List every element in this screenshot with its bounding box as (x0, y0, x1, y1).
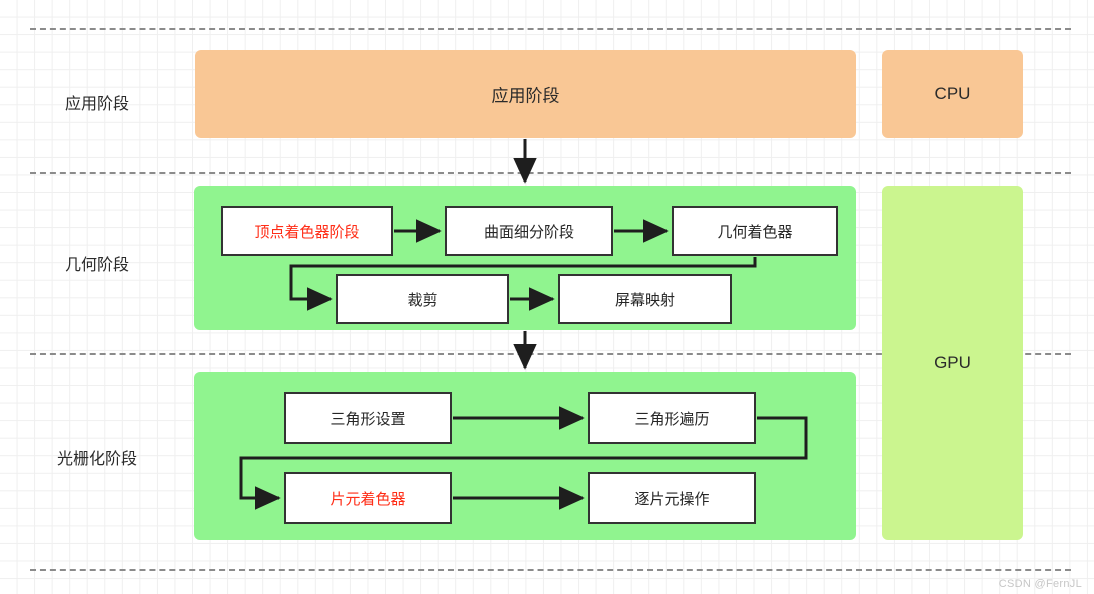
watermark: CSDN @FernJL (998, 578, 1082, 590)
node-fragment-shader-label: 片元着色器 (330, 490, 406, 508)
application-stage-band-label: 应用阶段 (491, 86, 560, 106)
node-triangle-traversal[interactable]: 三角形遍历 (588, 392, 756, 444)
node-tessellation-stage[interactable]: 曲面细分阶段 (445, 206, 613, 256)
node-vertex-shader-stage[interactable]: 顶点着色器阶段 (221, 206, 393, 256)
cpu-band: CPU (882, 50, 1023, 138)
node-clipping-label: 裁剪 (407, 291, 438, 309)
gpu-band-label: GPU (934, 353, 971, 372)
gpu-band: GPU (882, 186, 1023, 540)
cpu-band-label: CPU (934, 84, 971, 103)
node-geometry-shader[interactable]: 几何着色器 (672, 206, 838, 256)
node-vertex-shader-stage-label: 顶点着色器阶段 (254, 223, 360, 241)
stage-label-rasterization: 光栅化阶段 (56, 451, 137, 468)
stage-label-geometry: 几何阶段 (64, 257, 129, 274)
node-triangle-setup[interactable]: 三角形设置 (284, 392, 452, 444)
separator-line-geo-rast (30, 353, 1071, 355)
stage-label-application: 应用阶段 (64, 96, 129, 113)
node-per-fragment-operations[interactable]: 逐片元操作 (588, 472, 756, 524)
node-tessellation-stage-label: 曲面细分阶段 (483, 223, 574, 241)
node-clipping[interactable]: 裁剪 (336, 274, 509, 324)
node-screen-mapping[interactable]: 屏幕映射 (558, 274, 732, 324)
node-geometry-shader-label: 几何着色器 (717, 223, 793, 241)
node-triangle-setup-label: 三角形设置 (330, 410, 406, 428)
node-per-fragment-operations-label: 逐片元操作 (634, 490, 710, 508)
node-triangle-traversal-label: 三角形遍历 (634, 410, 710, 428)
node-screen-mapping-label: 屏幕映射 (614, 291, 675, 309)
separator-line-bottom (30, 569, 1071, 571)
application-stage-band: 应用阶段 (195, 50, 856, 138)
node-fragment-shader[interactable]: 片元着色器 (284, 472, 452, 524)
separator-line-app-geo (30, 172, 1071, 174)
separator-line-top (30, 28, 1071, 30)
